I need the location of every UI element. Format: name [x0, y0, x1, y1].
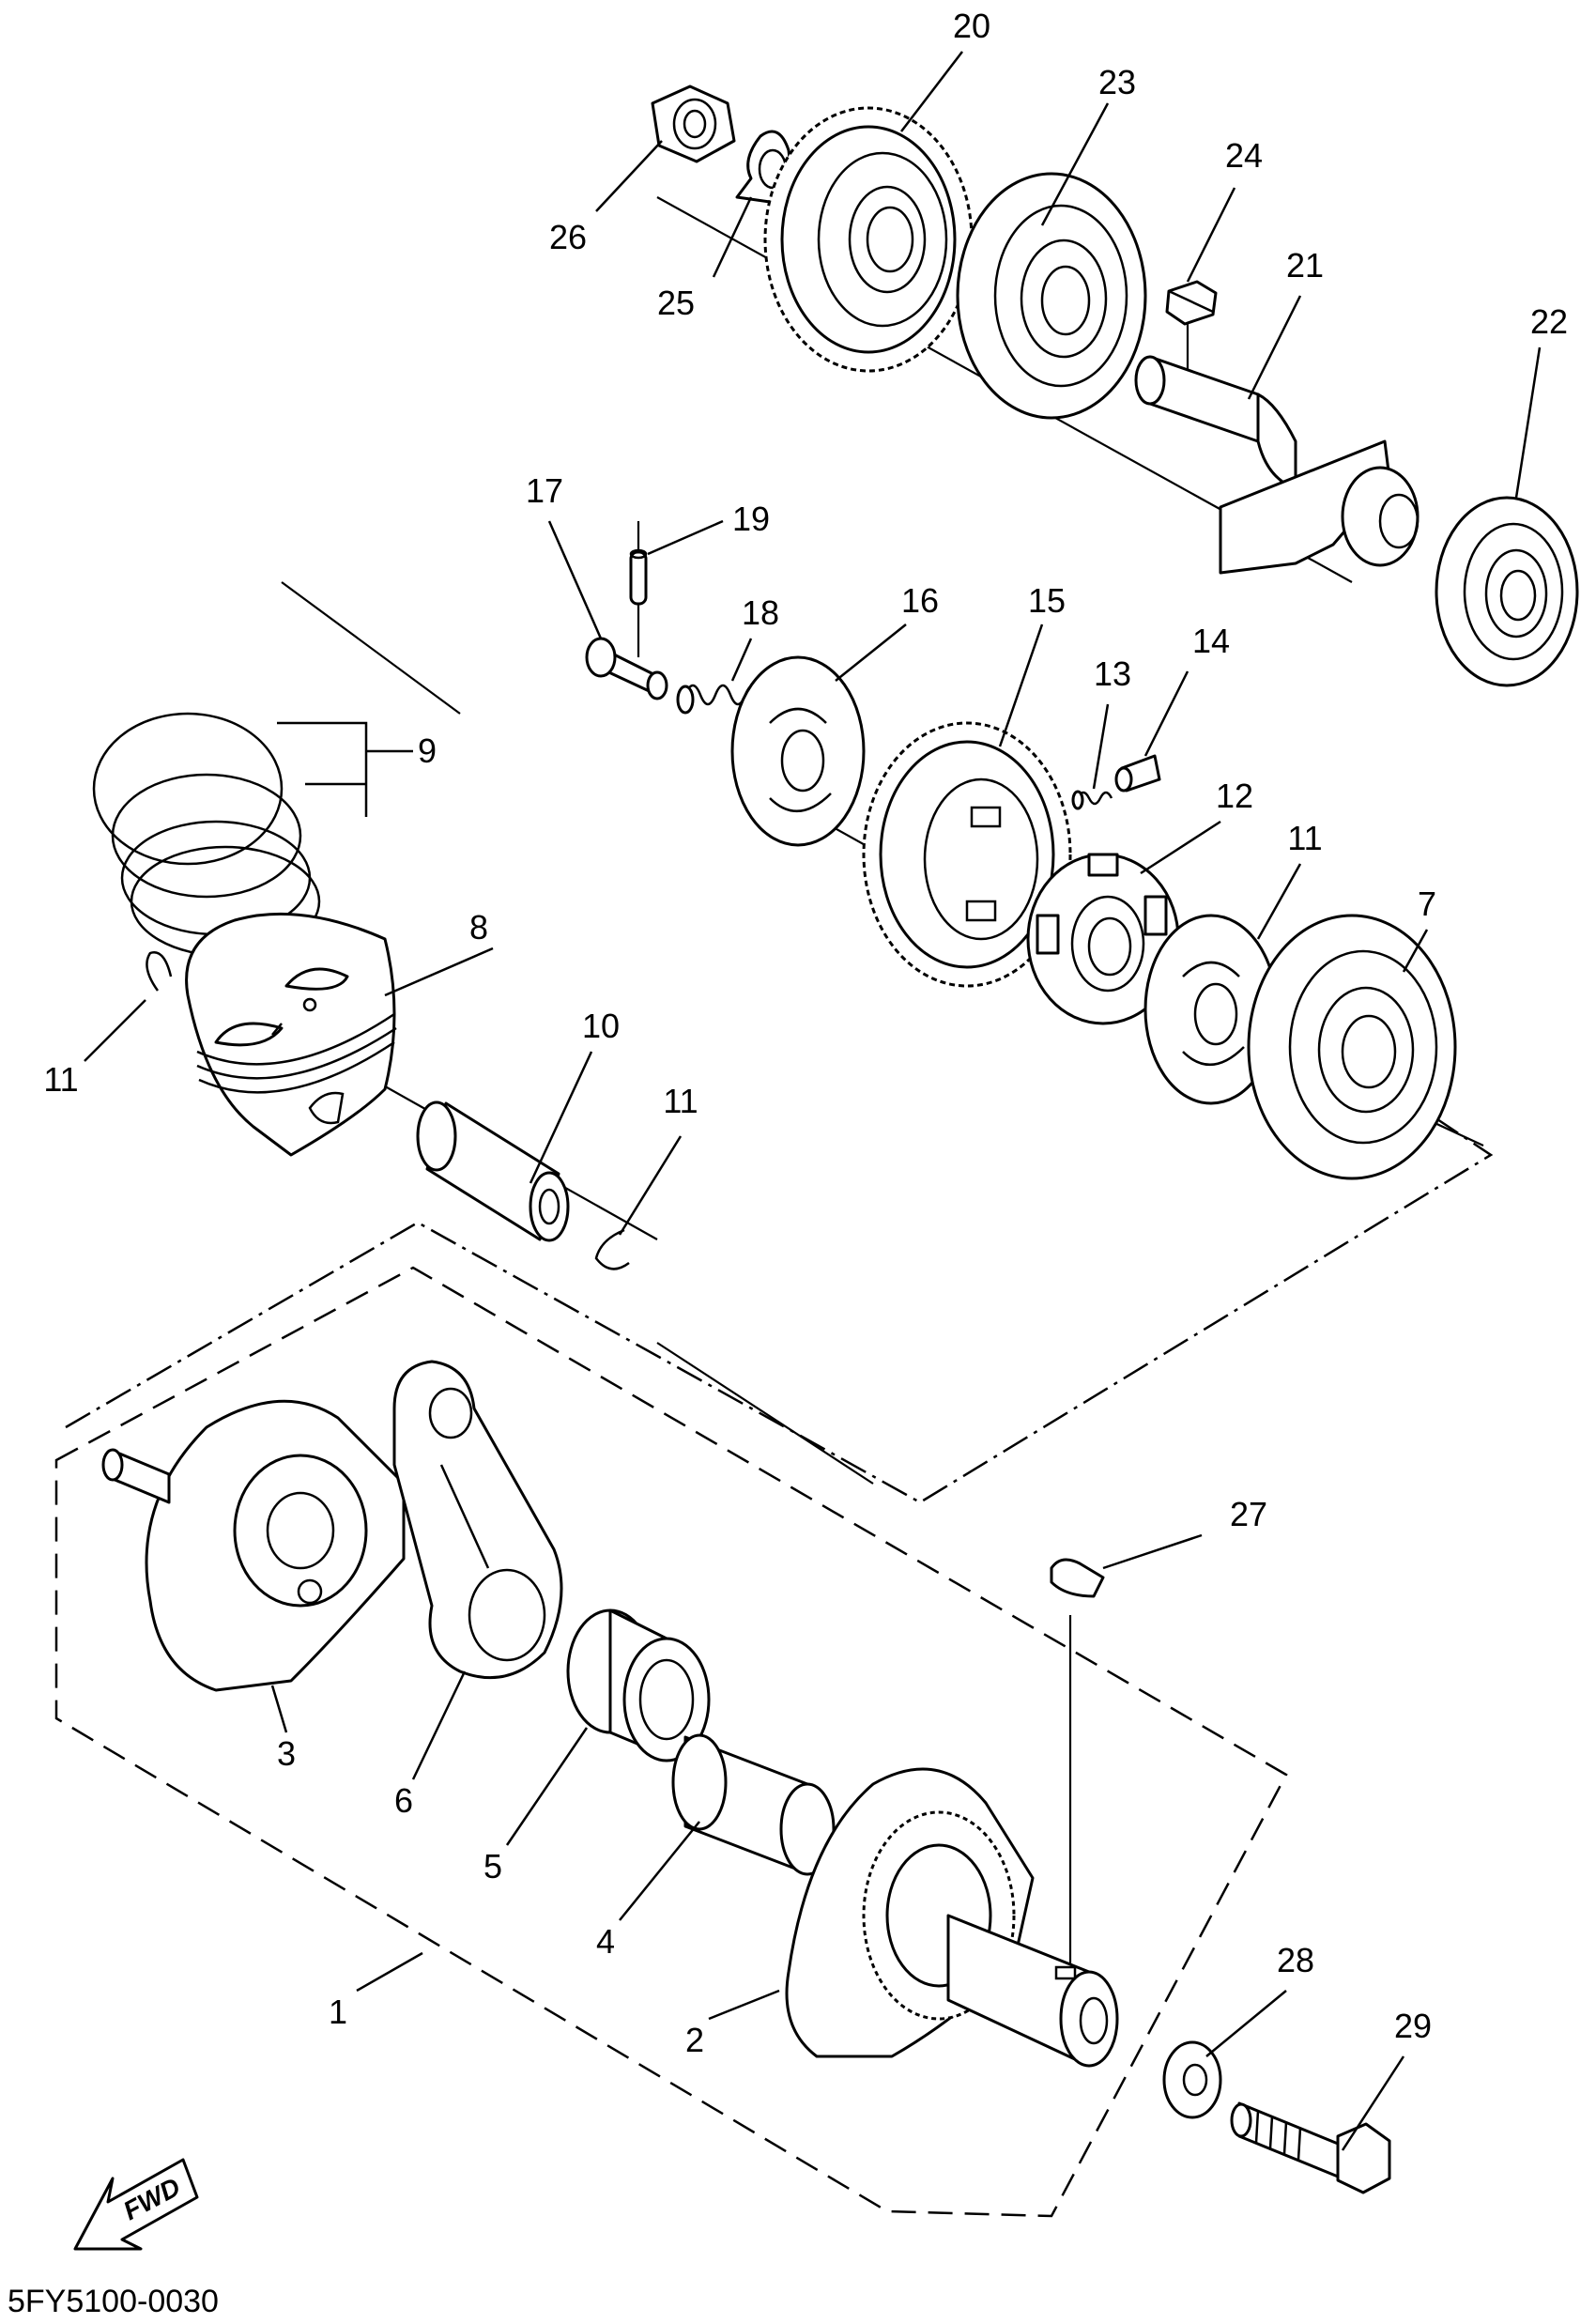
callout-12: 11 [1287, 819, 1322, 857]
bearing-part-23 [1435, 496, 1579, 687]
needle-bearing-part [566, 1608, 711, 1762]
pin-part-20 [629, 548, 648, 606]
primary-drive-gear-part [763, 106, 974, 373]
hub-part-13 [1026, 853, 1180, 1025]
washer-part-29 [1162, 2040, 1222, 2119]
woodruff-key-part [1165, 280, 1218, 326]
callout-2: 2 [685, 2021, 704, 2059]
callout-16: 15 [1028, 581, 1066, 620]
callout-labels: 20 23 24 21 22 26 25 17 19 18 16 15 13 1… [43, 7, 1568, 2059]
callout-24: 23 [1098, 63, 1136, 101]
bolt-part-30 [1230, 2101, 1391, 2194]
callout-23: 22 [1530, 302, 1568, 341]
callout-6: 6 [394, 1781, 413, 1820]
woodruff-key-part-28 [1050, 1558, 1105, 1598]
callout-29: 28 [1277, 1941, 1314, 1979]
callout-9: 9 [418, 731, 437, 770]
diagram-code: 5FY5100-0030 [8, 2284, 219, 2319]
plate-part-12 [1143, 914, 1279, 1105]
callout-3: 3 [277, 1734, 296, 1773]
nut-part [651, 85, 736, 163]
callout-1: 1 [329, 1993, 347, 2031]
callout-8: 8 [469, 908, 488, 947]
callout-21: 20 [953, 7, 990, 45]
crank-half-part-3 [101, 1399, 406, 1692]
leader-lines [84, 51, 1542, 2151]
callout-5: 5 [483, 1847, 502, 1885]
pin-part-15 [1114, 754, 1161, 793]
callout-13: 12 [1216, 777, 1253, 815]
callout-14: 13 [1094, 654, 1131, 693]
spring-part-14 [1071, 790, 1113, 810]
connecting-rod-part [392, 1360, 563, 1680]
piston-part [185, 912, 397, 1157]
balancer-shaft-part [1134, 355, 1420, 575]
callout-26: 25 [657, 284, 695, 322]
plate-part-17 [730, 655, 866, 847]
callout-30: 29 [1394, 2007, 1432, 2045]
callout-17: 16 [901, 581, 939, 620]
bearing-part-24 [956, 172, 1147, 420]
callout-11b: 11 [663, 1082, 698, 1120]
callout-28: 27 [1230, 1495, 1267, 1533]
piston-assembly-dashdot-outline [65, 1114, 1494, 1504]
callout-7: 7 [1418, 885, 1436, 923]
shaft-part-18 [585, 637, 668, 700]
crankshaft-assembly-dashed-outline [54, 1266, 1288, 2218]
crank-pin-part [671, 1733, 836, 1876]
callout-18: 17 [526, 471, 563, 510]
circlip-part-11b [594, 1228, 630, 1270]
callout-19: 18 [742, 593, 779, 632]
callout-4: 4 [596, 1922, 615, 1961]
circlip-part-11a [146, 951, 173, 992]
callout-22: 21 [1286, 246, 1324, 285]
crank-half-part-2 [785, 1767, 1119, 2068]
callout-15: 14 [1192, 622, 1230, 660]
callout-27: 26 [549, 218, 587, 256]
callout-20: 19 [732, 500, 770, 538]
balancer-drive-gear-part [862, 721, 1072, 988]
callout-25: 24 [1225, 136, 1263, 175]
forward-direction-arrow: FWD [73, 2158, 199, 2251]
callout-10: 10 [582, 1007, 620, 1045]
bearing-part-7 [1247, 914, 1457, 1180]
callout-11a: 11 [43, 1060, 78, 1099]
piston-pin-part [416, 1100, 570, 1242]
assembly-outlines [54, 1114, 1494, 2218]
